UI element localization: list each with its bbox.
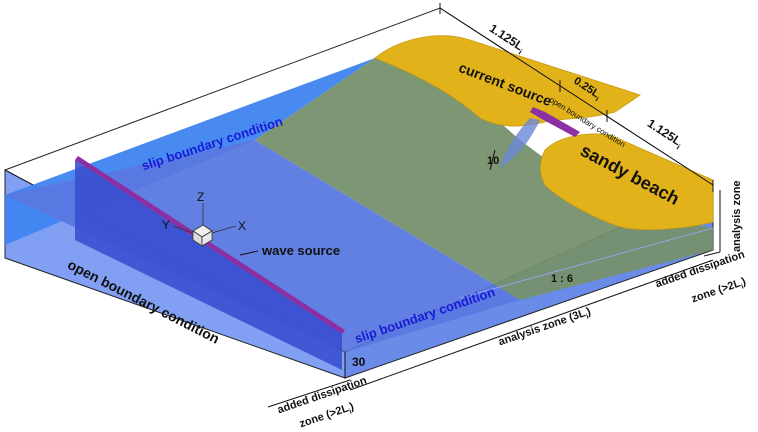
wave-source-leader	[239, 250, 259, 256]
depth-label: 30	[352, 355, 366, 369]
wave-source-label: wave source	[262, 243, 341, 258]
slope-region	[255, 58, 713, 300]
wave-source-plane	[75, 156, 345, 334]
axis-x-label: X	[238, 219, 247, 233]
current-plume	[500, 118, 540, 168]
axis-x-line	[211, 225, 237, 234]
slope-line	[459, 227, 714, 299]
sand-right-beach	[540, 133, 714, 231]
top-dim-line	[439, 7, 714, 186]
left-dissipation-dim	[267, 379, 351, 408]
current-source-strip	[530, 107, 580, 137]
axis-y-label: Y	[162, 218, 171, 232]
sand-top-beach	[374, 35, 641, 127]
wave-source-face	[75, 160, 342, 370]
slope-label: 1 : 6	[551, 273, 574, 285]
marker-10-arrow	[489, 149, 496, 171]
axes-cube-right	[201, 230, 213, 247]
axis-y-line	[172, 225, 194, 234]
marker-10-label: 10	[487, 155, 500, 167]
analysis-zone-right-label: analysis zone	[731, 180, 743, 252]
axis-z-label: Z	[197, 190, 205, 204]
right-dissipation-dim	[703, 251, 721, 257]
analysis-zone-dim	[349, 259, 714, 391]
